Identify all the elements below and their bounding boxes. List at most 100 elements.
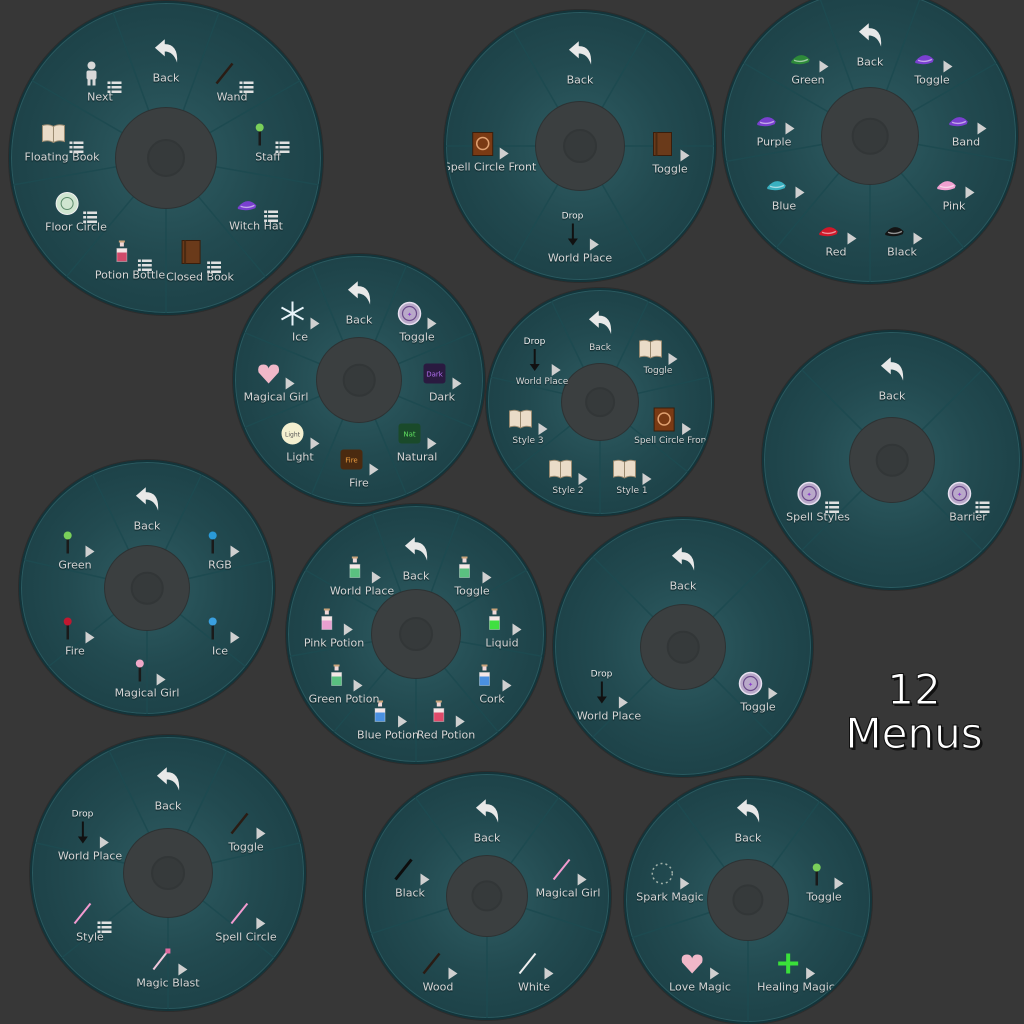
heart-icon xyxy=(679,951,705,981)
menu-item-white[interactable]: White xyxy=(514,951,555,994)
menu-item-style-1[interactable]: Style 1 xyxy=(612,456,653,496)
menu-item-toggle[interactable]: Toggle xyxy=(226,811,267,854)
toggle-play-icon xyxy=(912,232,924,246)
menu-item-healing-magic[interactable]: Healing Magic xyxy=(757,951,835,994)
menu-item-magical-girl[interactable]: Magical Girl xyxy=(536,857,600,900)
toggle-play-icon xyxy=(818,60,830,74)
menu-item-blue[interactable]: Blue xyxy=(763,172,806,213)
toggle-play-icon xyxy=(678,877,690,891)
menu-item-green[interactable]: Green xyxy=(787,46,830,87)
magic-circle-icon: ✦ xyxy=(796,481,822,511)
menu-item-back[interactable]: Back xyxy=(131,484,163,533)
menu-item-back[interactable]: Back xyxy=(564,38,596,87)
menu-item-pink[interactable]: Pink xyxy=(933,172,976,213)
menu-center-hub[interactable] xyxy=(822,88,918,184)
menu-item-spell-circle-front[interactable]: Spell Circle Front xyxy=(634,406,710,446)
menu-item-label: World Place xyxy=(576,709,642,723)
menu-item-back[interactable]: Back xyxy=(400,534,432,583)
menu-item-pink-potion[interactable]: Pink Potion xyxy=(304,607,364,650)
purple-hat-icon xyxy=(753,108,781,136)
menu-item-toggle[interactable]: Toggle xyxy=(650,129,691,176)
menu-center-hub[interactable] xyxy=(372,590,460,678)
menu-center-hub[interactable] xyxy=(116,108,216,208)
menu-item-world-place[interactable]: World Place xyxy=(330,555,394,598)
menu-item-red[interactable]: Red xyxy=(815,218,858,259)
menu-item-label: Potion Bottle xyxy=(94,268,166,282)
menu-item-band[interactable]: Band xyxy=(945,108,988,149)
menu-item-black[interactable]: Black xyxy=(881,218,924,259)
menu-item-ice[interactable]: Ice xyxy=(280,301,321,344)
menu-item-back[interactable]: Back xyxy=(584,307,616,353)
menu-center-hub[interactable] xyxy=(850,418,934,502)
menu-item-spark-magic[interactable]: Spark Magic xyxy=(636,861,704,904)
menu-item-fire[interactable]: Fire xyxy=(55,615,96,658)
menu-center-hub[interactable] xyxy=(641,605,725,689)
menu-item-green-potion[interactable]: Green Potion xyxy=(309,663,379,706)
menu-item-label: Pink xyxy=(942,199,966,213)
menu-item-cork[interactable]: Cork xyxy=(472,663,513,706)
menu-item-toggle[interactable]: Toggle xyxy=(452,555,493,598)
menu-item-back[interactable]: Back xyxy=(667,544,699,593)
menu-item-back[interactable]: Back xyxy=(471,796,503,845)
menu-item-purple[interactable]: Purple xyxy=(753,108,796,149)
menu-item-witch-hat[interactable]: Witch Hat xyxy=(229,192,283,233)
menu-item-toggle[interactable]: Toggle xyxy=(911,46,954,87)
menu-item-label: Purple xyxy=(756,135,792,149)
menu-item-floating-book[interactable]: Floating Book xyxy=(24,121,100,164)
menu-divider-lines xyxy=(370,796,604,1018)
menu-item-magic-blast[interactable]: Magic Blast xyxy=(136,947,200,990)
menu-item-toggle[interactable]: Toggle xyxy=(638,336,679,376)
menu-item-floor-circle[interactable]: Floor Circle xyxy=(45,191,107,234)
menu-item-wand[interactable]: Wand xyxy=(211,61,254,104)
menu-item-back[interactable]: Back xyxy=(343,278,375,327)
menu-item-magical-girl[interactable]: Magical Girl xyxy=(115,657,179,700)
menu-item-green[interactable]: Green xyxy=(55,529,96,572)
menu-item-closed-book[interactable]: Closed Book xyxy=(166,237,234,284)
menu-divider-lines xyxy=(800,368,984,552)
menu-item-love-magic[interactable]: Love Magic xyxy=(669,951,731,994)
menu-item-toggle[interactable]: Toggle xyxy=(804,861,845,904)
menu-item-potion-bottle[interactable]: Potion Bottle xyxy=(95,239,165,282)
toggle-play-icon xyxy=(964,186,976,200)
menu-item-magical-girl[interactable]: Magical Girl xyxy=(244,361,308,404)
menu-item-spell-styles[interactable]: ✦Spell Styles xyxy=(786,481,850,524)
menu-item-staff[interactable]: Staff xyxy=(247,121,290,164)
blue-hat-icon xyxy=(763,172,791,200)
menu-item-back[interactable]: Back xyxy=(876,354,908,403)
menu-center-hub[interactable] xyxy=(124,829,212,917)
menu-center-hub[interactable] xyxy=(536,102,624,190)
menu-item-spell-circle[interactable]: Spell Circle xyxy=(215,901,277,944)
menu-item-back[interactable]: Back xyxy=(854,20,886,69)
menu-item-toggle[interactable]: ✦Toggle xyxy=(397,301,438,344)
menu-center-hub[interactable] xyxy=(562,364,638,440)
menu-center-hub[interactable] xyxy=(105,546,189,630)
menu-center-hub[interactable] xyxy=(708,860,788,940)
menu-item-barrier[interactable]: ✦Barrier xyxy=(947,481,990,524)
menu-item-red-potion[interactable]: Red Potion xyxy=(417,699,475,742)
menu-item-spell-circle-front[interactable]: Spell Circle Front xyxy=(446,131,536,174)
menu-item-style-3[interactable]: Style 3 xyxy=(508,406,549,446)
menu-item-wood[interactable]: Wood xyxy=(418,951,459,994)
menu-center-hub[interactable] xyxy=(317,338,401,422)
menu-item-style[interactable]: Style xyxy=(69,901,112,944)
menu-item-next[interactable]: Next xyxy=(79,61,122,104)
menu-item-ice[interactable]: Ice xyxy=(200,615,241,658)
menu-item-back[interactable]: Back xyxy=(732,796,764,845)
menu-item-rgb[interactable]: RGB xyxy=(200,529,241,572)
menu-item-blue-potion[interactable]: Blue Potion xyxy=(357,699,419,742)
menu-item-back[interactable]: Back xyxy=(152,764,184,813)
menu-item-liquid[interactable]: Liquid xyxy=(482,607,523,650)
menu-item-back[interactable]: Back xyxy=(150,36,182,85)
menu-item-toggle[interactable]: ✦Toggle xyxy=(738,671,779,714)
menu-center-hub[interactable] xyxy=(447,856,527,936)
menu-item-black[interactable]: Black xyxy=(390,857,431,900)
menu-item-style-2[interactable]: Style 2 xyxy=(548,456,589,496)
